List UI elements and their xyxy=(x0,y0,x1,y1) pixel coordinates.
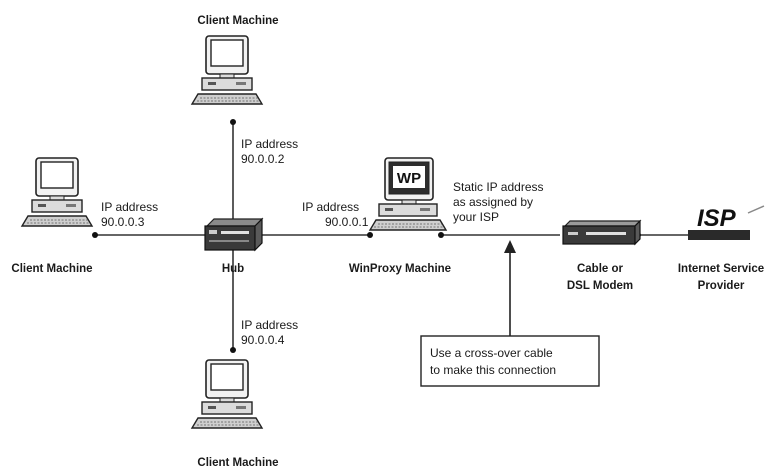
winproxy-computer-icon: WP xyxy=(368,157,448,231)
hub-device: Hub xyxy=(204,217,264,275)
computer-icon xyxy=(191,35,263,105)
isp-logo: ISP xyxy=(697,205,737,232)
cable-dsl-modem: Cable or DSL Modem xyxy=(562,219,642,292)
static-ip-line-1: Static IP address xyxy=(453,180,544,194)
client-left-ip-label: IP address xyxy=(101,200,158,214)
modem-icon xyxy=(563,220,642,227)
client-top-ip-label: IP address xyxy=(241,137,298,151)
isp-swoosh-icon xyxy=(747,205,765,214)
port-winproxy-lan xyxy=(367,232,373,238)
winproxy-ip: 90.0.0.1 xyxy=(325,215,369,229)
computer-icon xyxy=(191,359,263,429)
isp-label-line-1: Internet Service xyxy=(678,263,764,275)
crossover-callout: Use a cross-over cable to make this conn… xyxy=(420,240,600,387)
client-machine-bottom: IP address 90.0.0.4 Client Machine xyxy=(191,318,298,469)
client-top-ip: 90.0.0.2 xyxy=(241,152,285,166)
client-top-label: Client Machine xyxy=(197,15,278,27)
isp-bar-icon xyxy=(688,230,750,240)
winproxy-screen-text: WP xyxy=(397,170,421,187)
modem-label-line-1: Cable or xyxy=(577,263,624,275)
static-ip-line-3: your ISP xyxy=(453,210,499,224)
winproxy-machine: IP address 90.0.0.1 WP WinProxy Machine … xyxy=(302,157,544,275)
winproxy-label: WinProxy Machine xyxy=(349,263,451,275)
arrow-up-icon xyxy=(504,240,516,253)
isp-provider: ISP Internet Service Provider xyxy=(678,205,765,292)
port-bottom-client xyxy=(230,347,236,353)
port-left-client xyxy=(92,232,98,238)
hub-icon xyxy=(205,218,264,227)
callout-line-2: to make this connection xyxy=(430,363,556,377)
computer-icon xyxy=(21,157,93,227)
port-winproxy-wan xyxy=(438,232,444,238)
connections xyxy=(92,119,688,353)
callout-line-1: Use a cross-over cable xyxy=(430,346,553,360)
modem-label-line-2: DSL Modem xyxy=(567,280,633,292)
client-bottom-ip-label: IP address xyxy=(241,318,298,332)
isp-label-line-2: Provider xyxy=(698,280,745,292)
static-ip-line-2: as assigned by xyxy=(453,195,533,209)
port-top-client xyxy=(230,119,236,125)
client-left-label: Client Machine xyxy=(11,263,92,275)
client-machine-left: Client Machine IP address 90.0.0.3 xyxy=(11,157,158,275)
client-bottom-label: Client Machine xyxy=(197,457,278,469)
client-bottom-ip: 90.0.0.4 xyxy=(241,333,285,347)
client-left-ip: 90.0.0.3 xyxy=(101,215,145,229)
hub-label: Hub xyxy=(222,263,244,275)
callout-box xyxy=(420,335,600,387)
winproxy-ip-label: IP address xyxy=(302,200,359,214)
client-machine-top: Client Machine IP address 90.0.0.2 xyxy=(191,15,298,166)
